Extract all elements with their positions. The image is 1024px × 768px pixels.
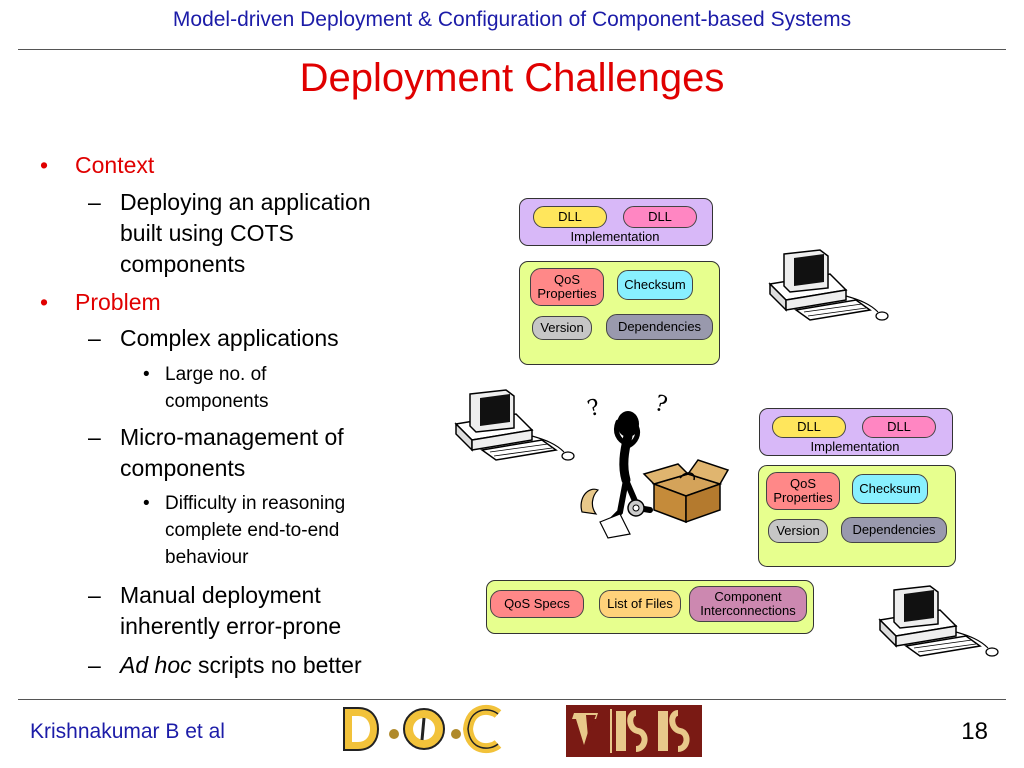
version-pill: Version [532,316,592,340]
page-number: 18 [961,718,988,745]
dot-marker: • [143,364,150,385]
bullet-text: Ad hoc scripts no better [120,650,362,681]
dot-marker: • [143,493,150,514]
implementation-label: Implementation [810,439,900,454]
dash-marker: – [88,424,101,450]
bullet-problem-label: Problem [75,289,161,315]
checksum-pill: Checksum [617,270,693,300]
isis-logo [566,705,702,757]
component-interconnections-pill: Component Interconnections [689,586,807,622]
qos-specs-pill: QoS Specs [490,590,584,618]
computer-icon [768,249,889,321]
footer-author: Krishnakumar B et al [30,720,225,743]
dll-pill: DLL [862,416,936,438]
bullet-text: Manual deployment inherently error-prone [120,582,342,639]
header-divider [18,49,1006,50]
bullet-marker: • [40,152,49,178]
qos-properties-pill: QoS Properties [530,268,604,306]
bullet-context-label: Context [75,152,155,178]
dash-marker: – [88,652,101,678]
footer-divider [18,699,1006,700]
slide-title: Deployment Challenges [299,56,725,100]
dash-marker: – [88,325,101,351]
bullet-text: Large no. of components [165,364,269,412]
qos-properties-pill: QoS Properties [766,472,840,510]
doc-group-logo [343,704,502,754]
version-pill: Version [768,519,828,543]
list-of-files-pill: List of Files [599,590,681,618]
presentation-header: Model-driven Deployment & Configuration … [172,8,852,31]
bullet-text: Difficulty in reasoning complete end-to-… [165,493,346,568]
bullet-text: Deploying an application built using COT… [120,189,371,277]
italic-text: Ad hoc [120,652,192,678]
bullet-text: Micro-management of components [120,424,344,481]
checksum-pill: Checksum [852,474,928,504]
dll-pill: DLL [533,206,607,228]
computer-icon [878,585,999,657]
scattered-parts-icon [580,488,645,539]
bullet-text: Complex applications [120,325,339,351]
dash-marker: – [88,189,101,215]
dependencies-pill: Dependencies [606,314,713,340]
dll-pill: DLL [623,206,697,228]
implementation-label: Implementation [570,229,660,244]
bullet-text-rest: scripts no better [191,652,362,678]
open-box-icon [642,459,730,524]
dash-marker: – [88,582,101,608]
dll-pill: DLL [772,416,846,438]
bullet-marker: • [40,289,49,315]
computer-icon [454,389,575,461]
dependencies-pill: Dependencies [841,517,947,543]
